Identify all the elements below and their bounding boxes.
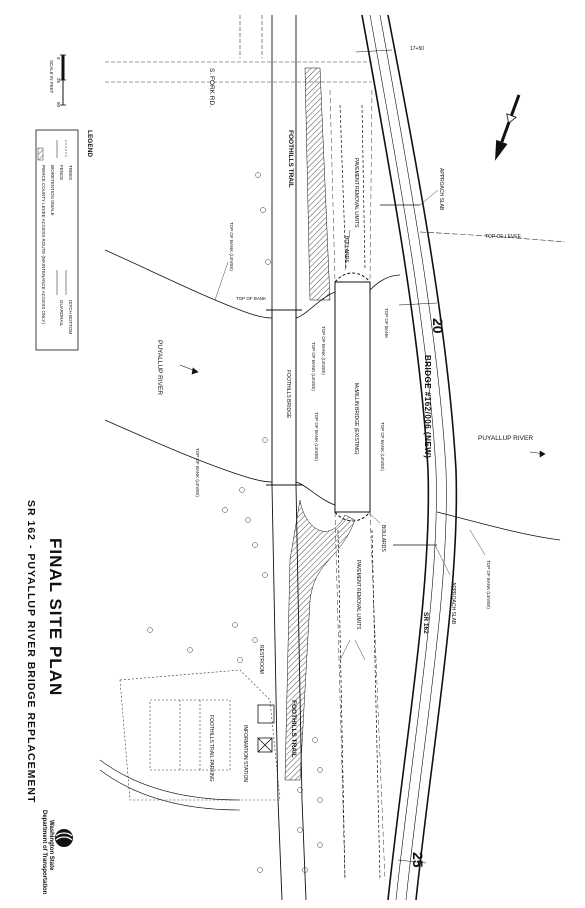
- label-bridge-new: BRIDGE #162/006 (NEW): [423, 355, 432, 458]
- label-top-of-bank-5: TOP OF BANK (LEVEE): [314, 412, 319, 461]
- s-fork-road: [105, 15, 372, 83]
- label-top-of-bank-9: TOP OF BANK: [236, 296, 266, 301]
- parking-lot: [119, 669, 281, 801]
- sr162-roadway: [361, 14, 458, 901]
- label-approach-slab-south: APPROACH SLAB: [450, 582, 456, 625]
- label-foothills-trail-north: FOOTHILLS TRAIL: [287, 130, 294, 188]
- legend-item-ditch-bottom: DITCH BOTTOM: [68, 300, 73, 334]
- north-arrow-icon: [495, 94, 521, 161]
- legend-title: LEGEND: [86, 130, 93, 157]
- existing-roadway: [329, 89, 386, 881]
- river-flow-arrow-icon: [179, 364, 546, 458]
- foothills-bridge-structure: [266, 309, 302, 486]
- label-top-of-bank-2: TOP OF BANK: [384, 308, 389, 338]
- wsdot-logo: Washington State Department of Transport…: [41, 810, 73, 895]
- top-of-levee-line: [419, 231, 566, 243]
- label-top-of-bank-7: TOP OF BANK (LEVEE): [195, 448, 200, 497]
- label-top-of-bank-4: TOP OF BANK (LEVEE): [311, 342, 316, 391]
- label-approach-slab-north: APPROACH SLAB: [438, 168, 444, 211]
- legend-item-swale: BIORETENTION SWALE: [50, 165, 55, 216]
- label-information-station: INFORMATION STATION: [242, 725, 248, 782]
- label-top-of-bank-6: TOP OF BANK (LEVEE): [380, 422, 385, 471]
- legend-item-trees: TREES: [68, 165, 73, 180]
- label-station-20: 20: [430, 318, 446, 334]
- trail-hatch: [284, 67, 356, 781]
- label-s-fork-rd: S. FORK RD.: [208, 68, 215, 107]
- title-block: FINAL SITE PLAN SR 162 - PUYALLUP RIVER …: [25, 500, 65, 803]
- label-top-of-levee: TOP OF LEVEE: [485, 234, 522, 240]
- label-pavement-removal-south: PAVEMENT REMOVAL LIMITS: [355, 560, 361, 630]
- label-bollards-south: BOLLARDS: [380, 525, 386, 552]
- mcmillin-bridge-structure: [334, 272, 371, 522]
- legend-item-levee-access: PIERCE COUNTY LEVEE ACCESS ROUTE (MAINTE…: [41, 165, 46, 324]
- label-station-17-50: 17+50: [410, 46, 424, 52]
- label-top-of-bank-8: TOP OF BANK (LEVEE): [486, 560, 491, 609]
- label-puyallup-river-east: PUYALLUP RIVER: [478, 435, 533, 442]
- scale-tick-25: 25: [56, 78, 61, 84]
- label-foothills-bridge: FOOTHILLS BRIDGE: [285, 370, 291, 419]
- label-foothills-parking: FOOTHILLS TRAIL PARKING: [208, 715, 214, 782]
- agency-name-line2: Department of Transportation: [41, 810, 47, 895]
- legend: LEGEND TREES FENCE BIORETENTION SWALE PI…: [35, 129, 93, 351]
- label-restroom: RESTROOM: [258, 645, 264, 674]
- label-puyallup-river-west: PUYALLUP RIVER: [156, 340, 163, 395]
- label-pavement-removal-north: PAVEMENT REMOVAL LIMITS: [353, 158, 359, 228]
- label-mcmillin-bridge: McMILLIN BRIDGE (EXISTING): [353, 383, 359, 455]
- leader-lines: [214, 189, 486, 661]
- label-foothills-trail-south: FOOTHILLS TRAIL: [290, 700, 297, 758]
- scale-tick-50: 50: [56, 102, 61, 108]
- drawing-subtitle: SR 162 - PUYALLUP RIVER BRIDGE REPLACEME…: [25, 500, 37, 803]
- tree-symbols: [147, 172, 323, 873]
- new-bridge-ends: [380, 204, 437, 546]
- label-top-of-bank-1: TOP OF BANK (LEVEE): [229, 222, 234, 271]
- legend-item-fence: FENCE: [59, 165, 64, 180]
- pavement-removal-limits: [337, 104, 381, 881]
- label-sr162: SR 162: [422, 612, 429, 634]
- scale-label: SCALE IN FEET: [49, 60, 54, 94]
- scale-tick-0: 0: [56, 57, 61, 60]
- label-station-25: 25: [410, 852, 426, 868]
- label-bollards-north: BOLLARDS: [343, 236, 349, 263]
- legend-swale-swatch: [37, 147, 44, 161]
- legend-item-guardrail: GUARDRAIL: [59, 300, 64, 327]
- driveway-curve: [99, 759, 241, 811]
- restroom-building: [257, 704, 275, 753]
- plan-labels: S. FORK RD. FOOTHILLS TRAIL FOOTHILLS BR…: [156, 46, 533, 868]
- river-banks: [104, 249, 561, 541]
- scale-bar: 0 25 50 SCALE IN FEET: [49, 54, 66, 108]
- label-top-of-bank-3: TOP OF BANK (LEVEE): [321, 326, 326, 375]
- foothills-trail: [271, 15, 307, 901]
- station-ticks: [355, 49, 438, 864]
- drawing-title: FINAL SITE PLAN: [46, 538, 65, 696]
- agency-name-line1: Washington State: [48, 820, 54, 871]
